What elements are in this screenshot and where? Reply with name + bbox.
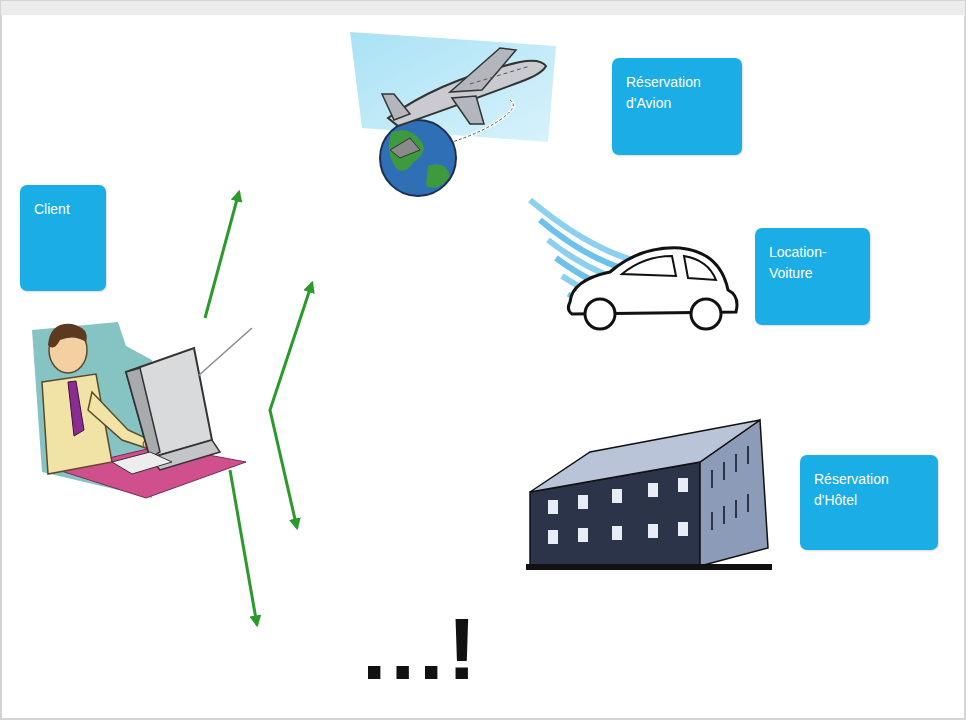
ellipsis-mark: ...! [362, 598, 481, 700]
window [612, 526, 622, 540]
hotel-roof [530, 420, 760, 492]
client-illustration [32, 322, 252, 498]
car-window [684, 256, 716, 280]
stripe [747, 446, 749, 464]
fuselage [388, 61, 546, 126]
keyboard [112, 452, 172, 474]
stripe [723, 506, 725, 524]
service-box: Client [20, 185, 106, 291]
window [648, 483, 658, 497]
globe [380, 120, 456, 196]
wing [452, 96, 484, 124]
wheel [585, 299, 615, 329]
stripe [711, 470, 713, 488]
box-label: Réservation d'Avion [626, 72, 732, 114]
monitor [126, 348, 212, 458]
car-window [622, 256, 676, 276]
monitor-screen-side [126, 368, 160, 458]
stripe [747, 494, 749, 512]
car-illustration [530, 200, 737, 329]
windows [470, 66, 530, 84]
box-label: Client [34, 199, 96, 220]
window [548, 530, 558, 544]
window [612, 489, 622, 503]
window [678, 522, 688, 536]
request-arrows [205, 192, 312, 625]
sky [350, 32, 556, 142]
stripe [711, 512, 713, 530]
service-box: Réservation d'Hôtel [800, 455, 938, 550]
window [678, 478, 688, 492]
small-plane [390, 138, 420, 158]
hotel-ground [526, 564, 772, 570]
arrow [230, 470, 257, 625]
hotel-illustration [526, 420, 772, 570]
window [578, 528, 588, 542]
plane-illustration [350, 32, 556, 196]
cable [198, 328, 252, 376]
continent [389, 130, 424, 171]
wing [450, 48, 516, 92]
arrow [270, 283, 312, 528]
continent [426, 164, 450, 187]
stripe [735, 454, 737, 472]
window [578, 495, 588, 509]
stripe [723, 462, 725, 480]
stripe [735, 500, 737, 518]
window [548, 500, 558, 514]
arrow [205, 192, 239, 318]
service-box: Location- Voiture [755, 228, 870, 325]
frame-band [1, 1, 965, 15]
hotel-windows [548, 478, 688, 544]
service-box: Réservation d'Avion [612, 58, 742, 155]
wheel [691, 299, 721, 329]
box-label: Location- Voiture [769, 242, 860, 284]
box-label: Réservation d'Hôtel [814, 469, 928, 511]
tie [68, 381, 84, 436]
shirt [42, 374, 112, 474]
hotel-side-stripes [712, 446, 748, 530]
window [648, 524, 658, 538]
hair [48, 324, 87, 348]
tail [382, 94, 410, 120]
